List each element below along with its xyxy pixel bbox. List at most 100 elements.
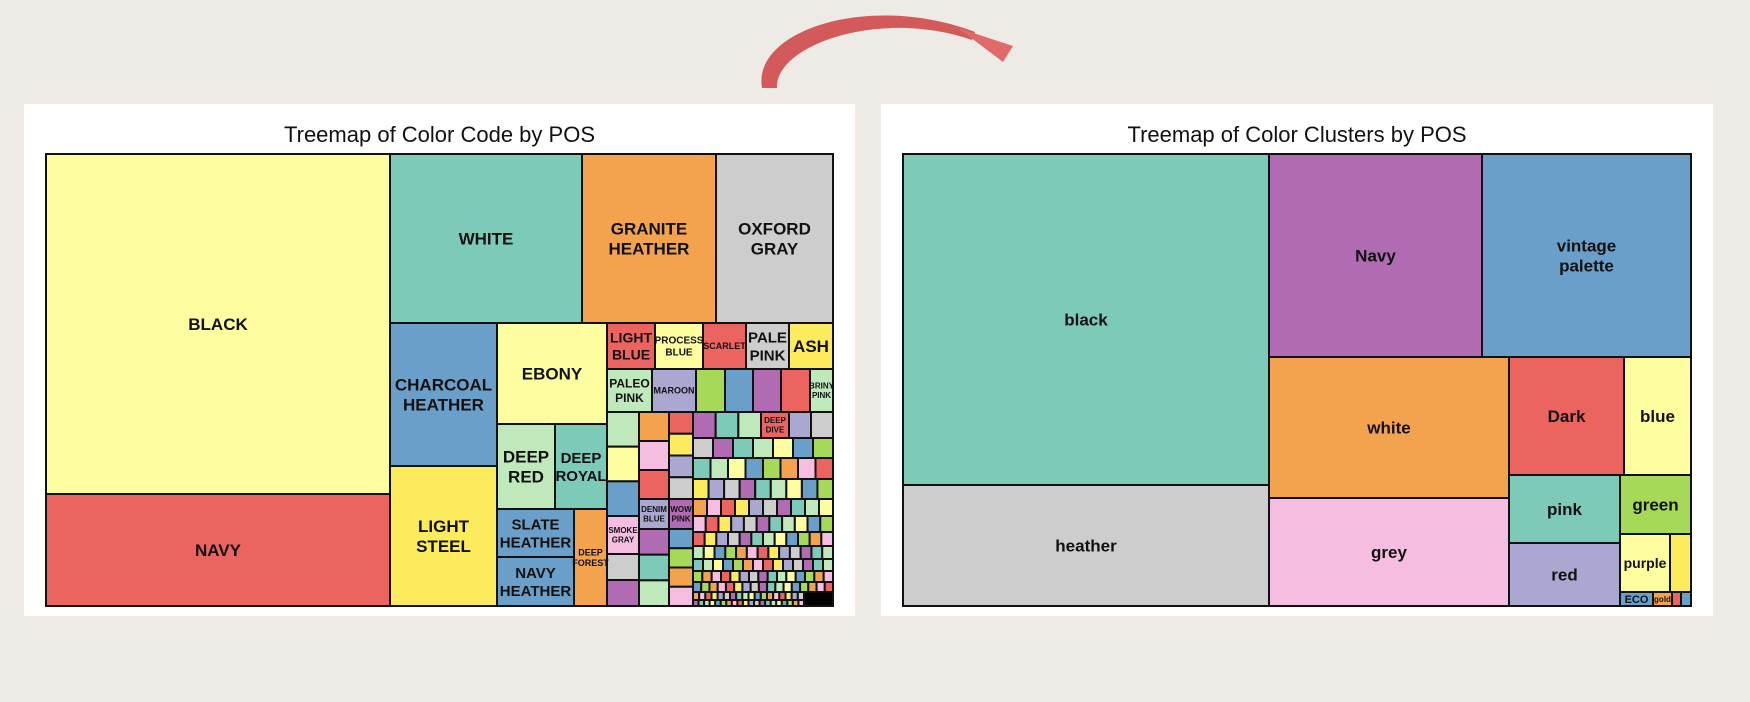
tile-small bbox=[713, 545, 727, 560]
tile-small bbox=[668, 432, 694, 457]
tile-label-line: CHARCOAL bbox=[395, 375, 492, 394]
tile-rect bbox=[812, 558, 824, 572]
treemap-frame bbox=[902, 153, 1692, 607]
chart-title: Treemap of Color Clusters by POS bbox=[1127, 122, 1467, 147]
tile-rect bbox=[762, 531, 776, 547]
tile-small bbox=[752, 368, 782, 413]
tile-black: black bbox=[902, 153, 1270, 486]
tile-rect bbox=[734, 498, 750, 517]
tile-small bbox=[762, 498, 778, 517]
tile-label-line: ROYAL bbox=[555, 468, 606, 485]
tile-rect bbox=[729, 570, 741, 583]
tile-label-line: BLACK bbox=[188, 315, 248, 334]
tile-rect bbox=[733, 581, 744, 593]
tile-rect bbox=[745, 545, 759, 560]
tile-label-line: LIGHT bbox=[418, 517, 470, 536]
tile-rect bbox=[692, 457, 712, 480]
tile-small bbox=[716, 581, 727, 593]
tile-rect bbox=[710, 570, 723, 583]
tile-small bbox=[807, 581, 818, 593]
tile-small bbox=[800, 478, 819, 500]
tile-rect bbox=[769, 478, 788, 500]
tile-small bbox=[692, 570, 704, 583]
tile-rect bbox=[742, 515, 758, 533]
tile-rect bbox=[767, 545, 781, 560]
tile-small bbox=[692, 411, 717, 439]
tile-small bbox=[708, 581, 719, 593]
tile-small bbox=[781, 515, 796, 533]
tile-rect bbox=[742, 558, 754, 572]
tile-small bbox=[757, 581, 769, 593]
tile-rect bbox=[735, 545, 748, 560]
tile-small bbox=[792, 558, 804, 572]
tile-rect bbox=[792, 437, 814, 459]
tile-rect bbox=[808, 531, 823, 547]
tile-label: MAROON bbox=[654, 386, 695, 396]
tile-rect bbox=[778, 545, 791, 560]
tile-rect bbox=[727, 457, 747, 480]
tile-label-line: DENIM bbox=[641, 505, 667, 514]
tile-small bbox=[606, 411, 640, 448]
tile-rect bbox=[902, 153, 1270, 486]
tile-small bbox=[702, 558, 714, 572]
tile-rect bbox=[766, 581, 777, 593]
tile-rect bbox=[554, 423, 608, 510]
tile-label: Dark bbox=[1548, 407, 1586, 426]
tile-label-line: BLUE bbox=[665, 348, 693, 359]
tile-white: WHITE bbox=[389, 153, 583, 324]
tile-label-line: Navy bbox=[1355, 246, 1396, 265]
tile-rect bbox=[389, 153, 583, 324]
tile-label-line: green bbox=[1632, 495, 1678, 514]
tile-ash: ASH bbox=[788, 322, 834, 370]
tile-rect bbox=[745, 322, 790, 370]
tile-label-line: HEATHER bbox=[500, 534, 572, 551]
tile-label: purple bbox=[1624, 555, 1667, 571]
tile-rect bbox=[668, 476, 694, 500]
tile-small bbox=[744, 457, 764, 480]
tile-small bbox=[742, 515, 758, 533]
tile-rect bbox=[814, 457, 834, 480]
tile-rect bbox=[762, 558, 774, 572]
tile-label-line: NAVY bbox=[195, 541, 242, 560]
tile-small bbox=[692, 498, 708, 517]
tile-small bbox=[779, 457, 799, 480]
tile-label-line: PINK bbox=[615, 391, 644, 405]
tile-small bbox=[724, 368, 754, 413]
tile-rect bbox=[820, 531, 834, 547]
tile-label-line: PALE bbox=[748, 329, 787, 346]
tile-rect bbox=[748, 570, 760, 583]
tile-small bbox=[668, 454, 694, 479]
tile-small bbox=[802, 558, 814, 572]
tile-rect bbox=[638, 528, 670, 556]
tile-small bbox=[792, 437, 814, 459]
tile-small bbox=[638, 553, 670, 582]
tile-rect bbox=[692, 411, 717, 439]
tile-label-line: grey bbox=[1371, 543, 1407, 562]
tile-label-line: WOW bbox=[670, 505, 692, 514]
tile-small bbox=[780, 368, 811, 413]
tile-label-line: black bbox=[1064, 310, 1108, 329]
tile-rect bbox=[790, 498, 806, 517]
tile-rect bbox=[804, 570, 816, 583]
tile-small bbox=[720, 498, 736, 517]
tile-small bbox=[788, 545, 802, 560]
tile-small bbox=[788, 411, 812, 439]
tile-small bbox=[756, 545, 770, 560]
tile-rect bbox=[723, 478, 741, 500]
tile-rect bbox=[713, 545, 727, 560]
tile-rect bbox=[706, 498, 722, 517]
tile-rect bbox=[749, 581, 760, 593]
tile-small bbox=[819, 515, 834, 533]
tile-rect bbox=[692, 545, 705, 560]
tile-rect bbox=[732, 437, 754, 459]
tile-small bbox=[668, 585, 694, 607]
tile-label: white bbox=[1366, 418, 1410, 437]
tile-small bbox=[742, 558, 754, 572]
tile-rect bbox=[668, 585, 694, 607]
tile-rect bbox=[803, 591, 834, 607]
